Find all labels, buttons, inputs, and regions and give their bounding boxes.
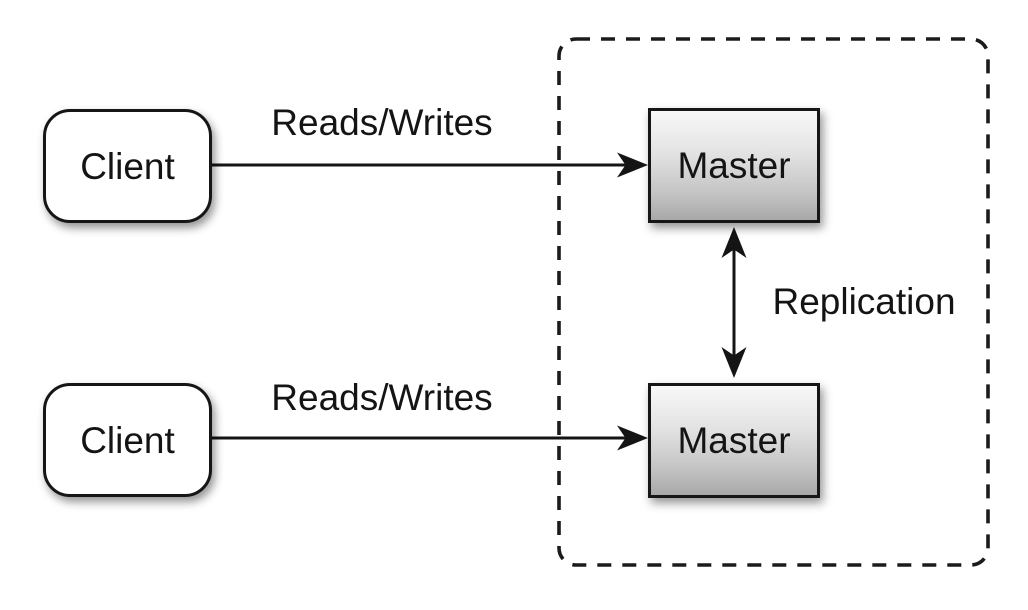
master-node-bottom: Master [648,383,820,498]
edge-label-replication: Replication [772,281,956,322]
master-node-top: Master [648,108,820,223]
client-node-top: Client [43,109,212,223]
master-node-top-label: Master [677,145,791,186]
edge-label-reads-writes-top: Reads/Writes [271,102,493,143]
replication-group-border [557,37,990,567]
arrow-reads-writes-bottom [212,425,648,451]
client-node-top-label: Client [80,145,175,187]
master-node-bottom-label: Master [677,420,791,461]
edge-label-reads-writes-bottom: Reads/Writes [271,377,493,418]
client-node-bottom: Client [43,383,212,497]
client-node-bottom-label: Client [80,419,175,461]
arrow-reads-writes-top [212,152,648,178]
arrow-replication [721,227,747,378]
